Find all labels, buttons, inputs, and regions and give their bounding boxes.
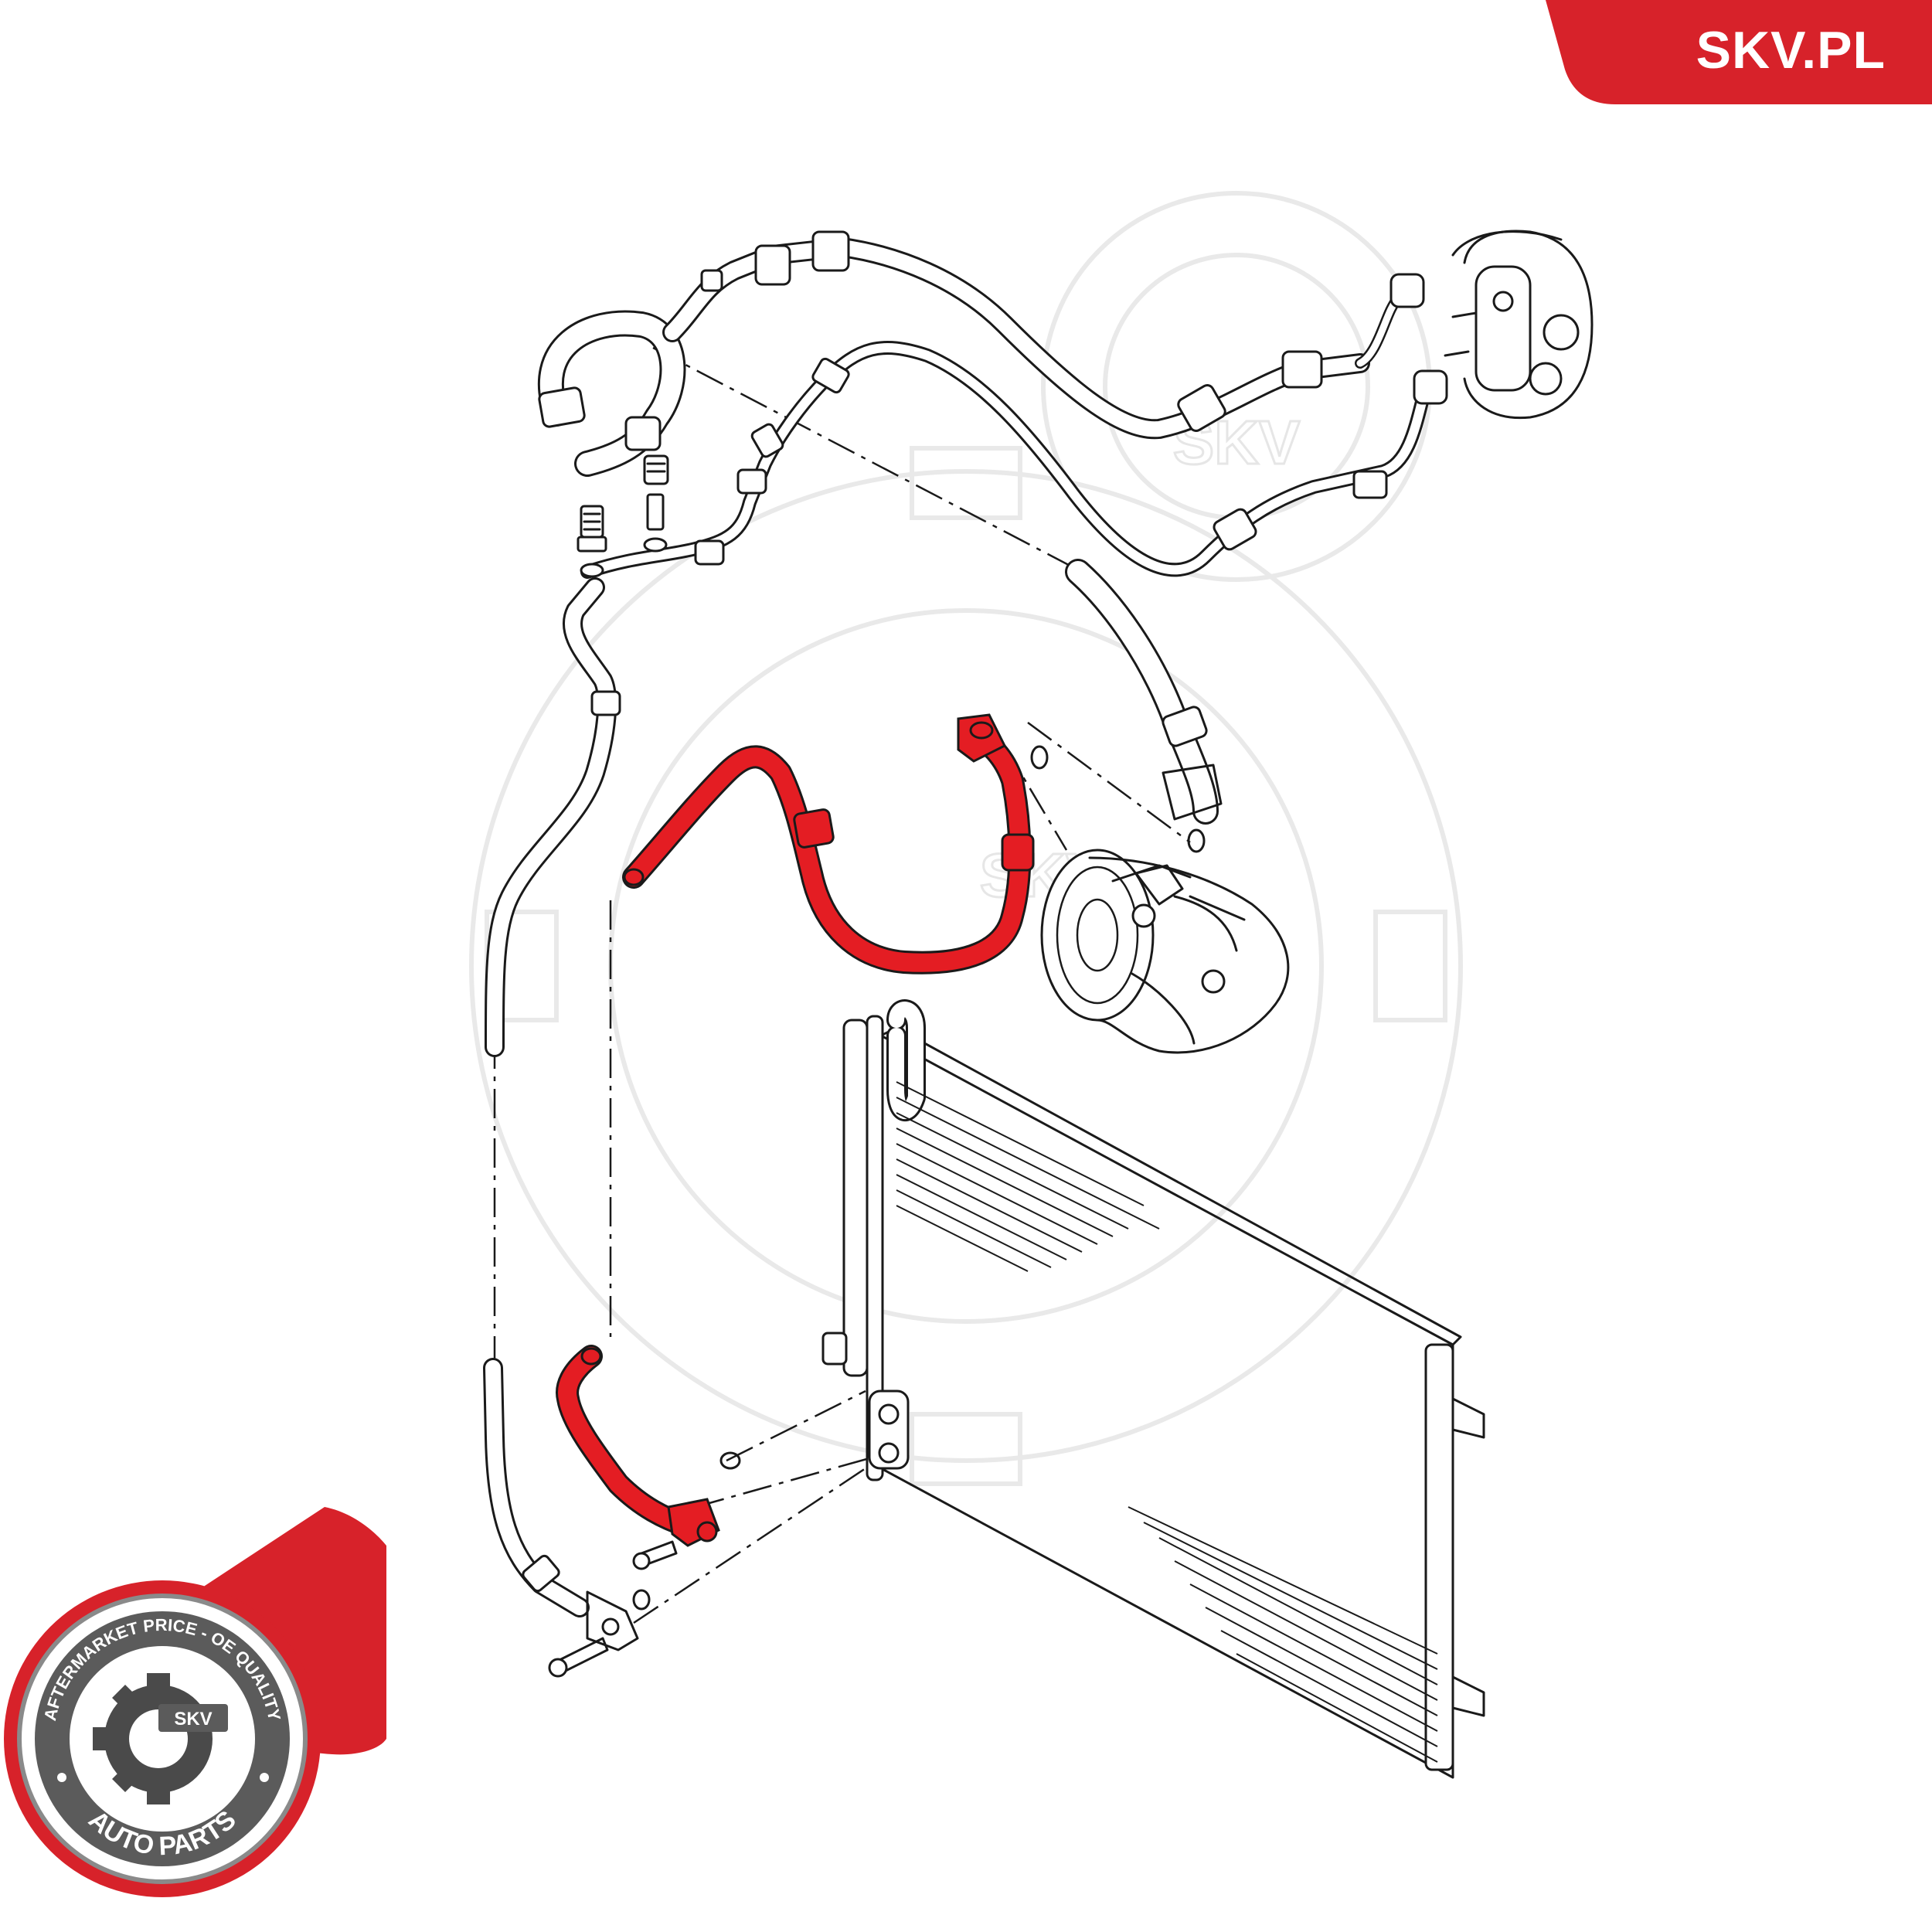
upper-liquid-line	[580, 341, 1437, 579]
compressor	[1040, 849, 1290, 1054]
o-rings	[632, 745, 1206, 1611]
condenser-block-fitting	[821, 1332, 910, 1470]
upper-line-ferrules	[538, 230, 1388, 566]
watermark-gear-large	[469, 446, 1463, 1486]
skv-badge: AFTERMARKET PRICE - OE QUALITY AUTO PART…	[4, 1507, 386, 1897]
condenser	[821, 999, 1485, 1779]
condenser-fins-lower	[1128, 1506, 1438, 1763]
badge-center-label: SKV	[174, 1709, 212, 1730]
left-liquid-line	[483, 577, 639, 1651]
site-label[interactable]: SKV.PL	[1696, 21, 1886, 80]
brand-tab	[1546, 0, 1932, 104]
bolts	[548, 1540, 678, 1678]
condenser-mount-brackets	[1451, 1397, 1485, 1717]
firewall-connector	[1389, 230, 1594, 420]
highlighted-hose-lower	[556, 1345, 720, 1547]
pressure-switch	[577, 505, 607, 578]
suction-line-to-compressor	[1065, 559, 1223, 825]
service-valve	[643, 454, 669, 553]
condenser-fins-upper	[896, 1081, 1160, 1272]
gear-icon	[93, 1673, 228, 1804]
highlighted-hose-upper	[622, 713, 1035, 975]
